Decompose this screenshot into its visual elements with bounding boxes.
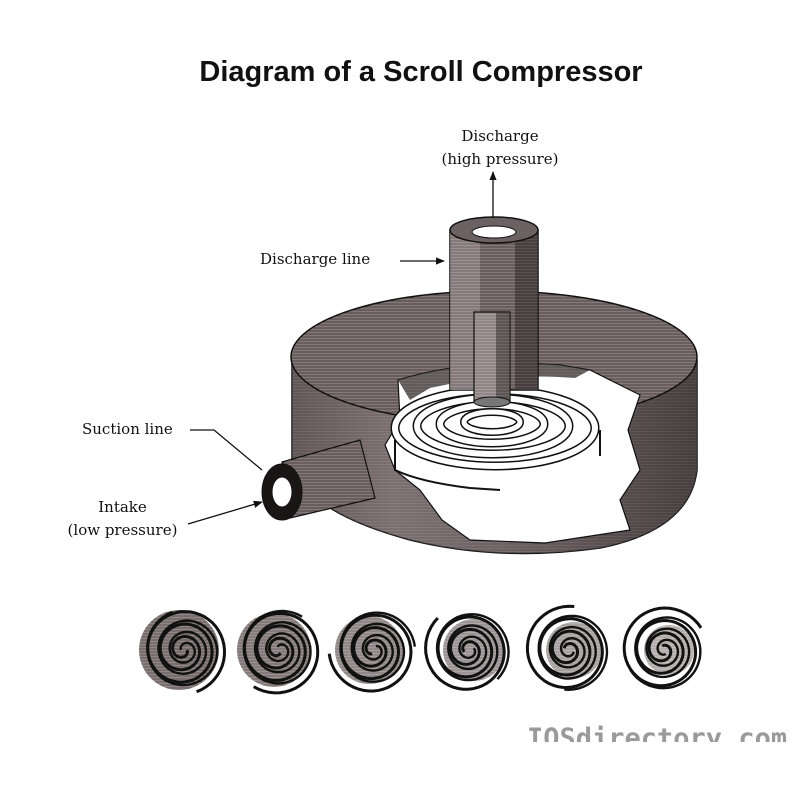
- compression-stage: [424, 613, 510, 691]
- intake-label-line1: Intake: [98, 498, 147, 516]
- intake-label-line2: (low pressure): [67, 521, 178, 539]
- suction-line-label: Suction line: [82, 420, 173, 438]
- label-pointers: [187, 171, 497, 525]
- diagram-title: Diagram of a Scroll Compressor: [199, 56, 643, 88]
- watermark-logo: IQSdirectory.com: [527, 723, 788, 742]
- intake-arrow: [187, 500, 263, 525]
- discharge-label: Discharge (high pressure): [440, 125, 560, 171]
- intake-label: Intake (low pressure): [60, 496, 185, 542]
- discharge-label-line1: Discharge: [461, 127, 539, 145]
- compression-stage: [139, 610, 227, 694]
- discharge-pipe: [449, 216, 539, 408]
- discharge-label-line2: (high pressure): [441, 150, 559, 168]
- compression-stage: [327, 611, 417, 693]
- compression-stage-sequence: [139, 604, 703, 695]
- suction-line-pointer: [190, 429, 263, 471]
- compression-stage: [622, 606, 703, 690]
- compression-stage: [237, 609, 320, 695]
- compression-stage: [525, 604, 609, 692]
- discharge-line-label: Discharge line: [260, 250, 371, 268]
- suction-pipe: [261, 439, 376, 521]
